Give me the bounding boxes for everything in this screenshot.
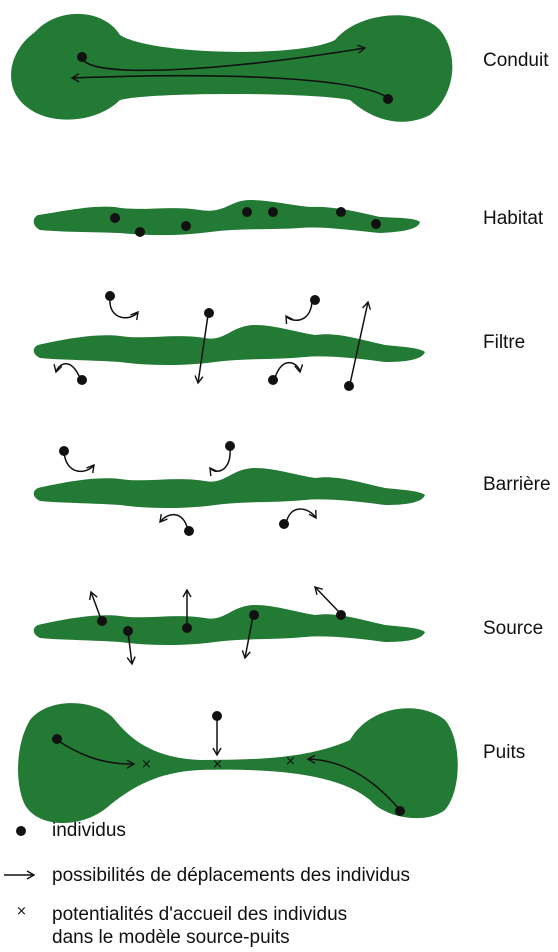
individu-dot	[268, 375, 278, 385]
individu-dot	[242, 207, 252, 217]
row-label-conduit: Conduit	[483, 50, 549, 72]
individu-dot	[336, 610, 346, 620]
legend-accueil-line1: potentialités d'accueil des individus	[52, 903, 347, 926]
puits-shape	[18, 703, 458, 823]
individu-dot	[371, 219, 381, 229]
individu-dot	[212, 711, 222, 721]
accueil-cross: ×	[141, 757, 152, 772]
legend-individus: individus	[52, 819, 126, 842]
legend-dot-icon	[16, 826, 26, 836]
individu-dot	[135, 227, 145, 237]
legend-accueil-line2: dans le modèle source-puits	[52, 926, 290, 949]
individu-dot	[110, 213, 120, 223]
row-label-filtre: Filtre	[483, 332, 525, 354]
individu-dot	[123, 626, 133, 636]
individu-dot	[395, 806, 405, 816]
individu-dot	[310, 295, 320, 305]
legend-cross-icon: ×	[16, 904, 27, 919]
individu-dot	[182, 623, 192, 633]
individu-dot	[77, 52, 87, 62]
accueil-cross: ×	[285, 754, 296, 769]
filtre-shape	[34, 325, 425, 365]
row-label-barriere: Barrière	[483, 474, 551, 496]
conduit-shape	[11, 14, 452, 122]
individu-dot	[336, 207, 346, 217]
row-label-puits: Puits	[483, 742, 525, 764]
source-shape	[34, 605, 425, 645]
individu-dot	[59, 446, 69, 456]
individu-dot	[383, 94, 393, 104]
individu-dot	[184, 526, 194, 536]
individu-dot	[181, 221, 191, 231]
individu-dot	[77, 375, 87, 385]
individu-dot	[97, 616, 107, 626]
individu-dot	[268, 207, 278, 217]
individu-dot	[344, 381, 354, 391]
individu-dot	[52, 734, 62, 744]
row-label-habitat: Habitat	[483, 208, 543, 230]
habitat-shape	[34, 200, 420, 235]
accueil-cross: ×	[212, 757, 223, 772]
barriere-shape	[34, 468, 425, 508]
row-label-source: Source	[483, 618, 543, 640]
individu-dot	[225, 441, 235, 451]
legend-deplacements: possibilités de déplacements des individ…	[52, 864, 410, 887]
individu-dot	[279, 519, 289, 529]
individu-dot	[204, 308, 214, 318]
individu-dot	[105, 291, 115, 301]
individu-dot	[249, 610, 259, 620]
